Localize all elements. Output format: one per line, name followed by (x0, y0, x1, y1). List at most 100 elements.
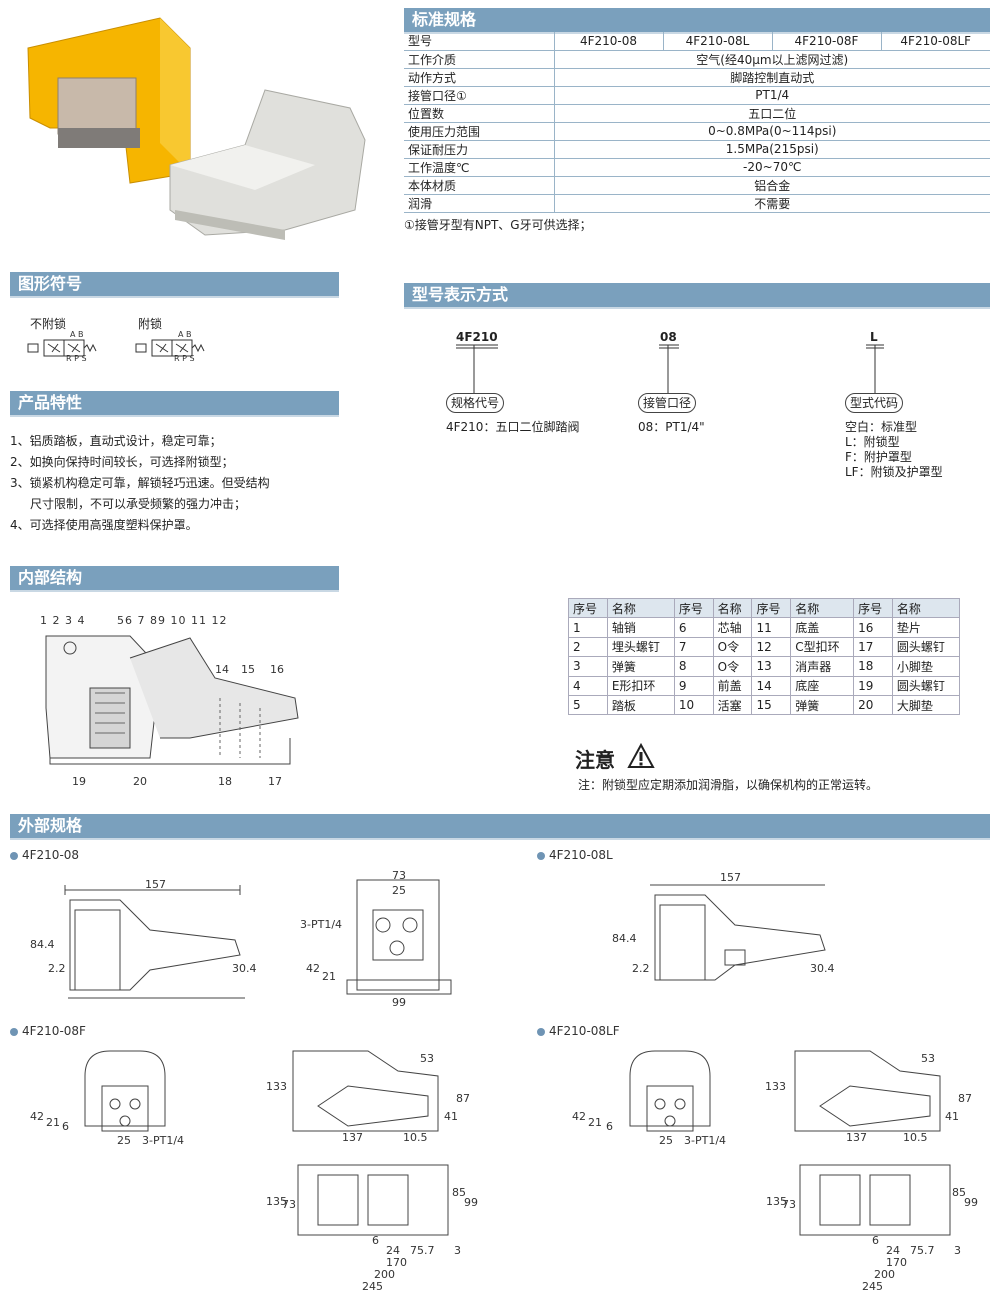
spec-row-label: 本体材质 (404, 176, 555, 195)
dim-lf-front-inner: 25 (659, 1134, 673, 1147)
model-code-heading: 型号表示方式 (412, 285, 509, 304)
cell: 14 (751, 675, 792, 696)
dim-f-top-l1: 170 (386, 1256, 407, 1269)
dim-f-top-r2: 99 (464, 1196, 478, 1209)
dim-lf-side-r3: 10.5 (903, 1131, 928, 1144)
model-code-connector-lines (456, 344, 884, 395)
cell: 9 (673, 675, 714, 696)
symbol-no-lock-label: 不附锁 (30, 317, 67, 331)
dim-l-side-right: 30.4 (810, 962, 835, 975)
dim-lf-top-a: 24 (886, 1244, 900, 1257)
cell: 16 (853, 617, 893, 638)
spec-code-desc: 4F210：五口二位脚踏阀 (446, 420, 580, 434)
dim-side-right: 30.4 (232, 962, 257, 975)
port-code-label: 接管口径 (638, 393, 697, 413)
parts-header-cell: 序号 (568, 597, 608, 619)
cell: 15 (751, 694, 792, 716)
dim-f-front-h: 42 (30, 1110, 44, 1123)
external-section-header: 外部规格 (10, 814, 990, 840)
spec-model-1: 4F210-08 (554, 32, 664, 51)
drawing-4f210-08lf-top (799, 1164, 951, 1236)
feature-line-1: 1、铝质踏板，直动式设计，稳定可靠； (10, 434, 222, 448)
callout: 10 (170, 614, 187, 627)
port-code-desc: 08：PT1/4" (638, 420, 705, 434)
symbol-no-lock-ports-bottom: R P S (66, 354, 87, 363)
dim-f-side-top: 53 (420, 1052, 434, 1065)
spec-model-3: 4F210-08F (772, 32, 882, 51)
spec-row: 润滑不需要 (404, 194, 990, 213)
cell: C型扣环 (790, 636, 855, 658)
parts-header-row: 序号 名称 序号 名称 序号 名称 序号 名称 (568, 597, 961, 619)
dim-front-h2: 21 (322, 970, 336, 983)
cell: 埋头螺钉 (606, 636, 675, 658)
spec-row-label: 保证耐压力 (404, 140, 555, 159)
dim-lf-front-h2: 21 (588, 1116, 602, 1129)
callout: 8 (149, 614, 158, 627)
internal-callouts-top: 1 2 3 4 56 7 89 10 11 12 (40, 614, 227, 627)
spec-model-4: 4F210-08LF (881, 32, 990, 51)
dim-f-front-inner: 25 (117, 1134, 131, 1147)
cell: 垫片 (891, 617, 961, 638)
cell: 20 (853, 694, 893, 716)
features-heading: 产品特性 (18, 393, 83, 412)
dim-f-front-h2: 21 (46, 1116, 60, 1129)
internal-section-header: 内部结构 (10, 566, 339, 592)
code-type: L (870, 330, 878, 344)
callout: 3 (65, 614, 73, 627)
spec-row-label: 位置数 (404, 104, 555, 123)
product-photo-yellow-cover (27, 17, 191, 184)
model-title-2-text: 4F210-08L (549, 848, 613, 862)
cell: 12 (751, 636, 792, 658)
model-title-2: 4F210-08L (537, 848, 613, 862)
spec-row-value: -20~70℃ (554, 158, 990, 177)
cell: 小脚垫 (891, 656, 961, 677)
drawing-4f210-08f-front (84, 1050, 166, 1132)
spec-model-row: 型号 4F210-08 4F210-08L 4F210-08F 4F210-08… (404, 32, 990, 51)
cell: 17 (853, 636, 893, 658)
dim-lf-top-s: 6 (872, 1234, 879, 1247)
cell: 11 (751, 617, 792, 638)
drawing-4f210-08-front (346, 879, 452, 995)
spec-row-value: 铝合金 (554, 176, 990, 195)
spec-footnote: ①接管牙型有NPT、G牙可供选择； (404, 218, 592, 232)
bullet-icon (10, 1027, 18, 1036)
spec-row-label: 使用压力范围 (404, 122, 555, 141)
dim-lf-top-h: 135 (766, 1195, 787, 1208)
cell: 7 (673, 636, 714, 658)
dim-front-inner: 25 (392, 884, 406, 897)
cell: 消声器 (790, 656, 855, 677)
dim-f-side-r1: 87 (456, 1092, 470, 1105)
callout-19: 19 (72, 775, 86, 788)
symbol-with-lock-ports-top: A B (178, 330, 192, 339)
cell: 弹簧 (790, 694, 855, 716)
spec-row-value: 空气(经40μm以上滤网过滤) (554, 50, 990, 69)
dim-lf-top-b: 75.7 (910, 1244, 935, 1257)
dim-front-base: 99 (392, 996, 406, 1009)
dim-f-top-s: 6 (372, 1234, 379, 1247)
dim-f-front-s: 6 (62, 1120, 69, 1133)
callout: 6 (124, 614, 133, 627)
spec-table: 型号 4F210-08 4F210-08L 4F210-08F 4F210-08… (404, 32, 990, 213)
spec-model-2: 4F210-08L (663, 32, 773, 51)
dim-f-top-l2: 200 (374, 1268, 395, 1281)
drawing-4f210-08-side (64, 885, 245, 999)
external-heading: 外部规格 (18, 816, 83, 835)
dim-side-w: 157 (145, 878, 166, 891)
spec-row-label: 工作介质 (404, 50, 555, 69)
dim-f-top-r1: 85 (452, 1186, 466, 1199)
type-code-desc-4: LF：附锁及护罩型 (845, 465, 943, 479)
model-title-4: 4F210-08LF (537, 1024, 620, 1038)
notice-title: 注意 (575, 748, 615, 772)
spec-row-value: 五口二位 (554, 104, 990, 123)
spec-row-value: 1.5MPa(215psi) (554, 140, 990, 159)
dim-front-h: 42 (306, 962, 320, 975)
feature-line-5: 4、可选择使用高强度塑料保护罩。 (10, 518, 198, 532)
cell: 轴销 (606, 617, 675, 638)
dim-f-top-a: 24 (386, 1244, 400, 1257)
dim-lf-top-h2: 73 (782, 1198, 796, 1211)
cell: 13 (751, 656, 792, 677)
